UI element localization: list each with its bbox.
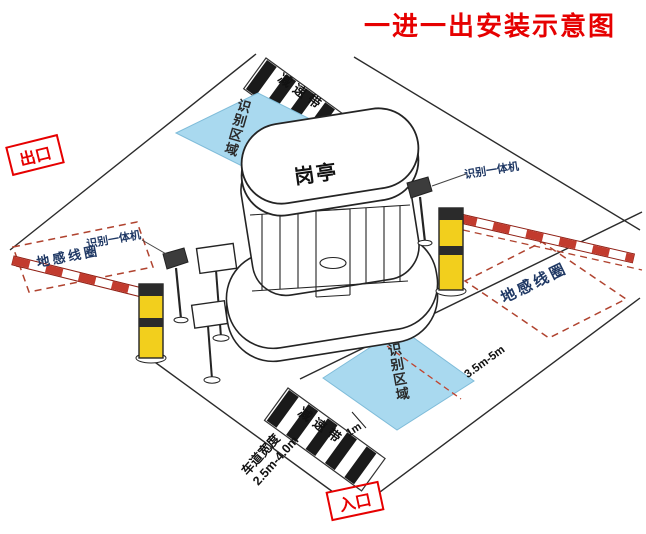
- guard-booth: [225, 107, 439, 363]
- boundary-bottom-upper: [299, 211, 643, 380]
- barrier-gate-left: [11, 255, 167, 364]
- camera-right-icon: [406, 176, 433, 199]
- detector-dashed-lines: [15, 229, 643, 298]
- offset-dimension-line: [351, 411, 367, 429]
- sign-board-lower: [190, 299, 229, 329]
- barrier-arm-right: [458, 213, 636, 264]
- booth-label: 岗亭: [293, 161, 340, 189]
- ground-loop-left-outline: [12, 221, 154, 293]
- sign-post-base: [203, 376, 221, 384]
- sign-board-upper: [195, 242, 238, 275]
- detector-line-right: [462, 229, 643, 271]
- sign-post-base: [212, 334, 230, 342]
- camera-right-leader-line: [431, 173, 467, 187]
- lane-boundary-lines: [9, 53, 643, 493]
- ground-loop-right-outline: [463, 241, 628, 339]
- camera-left-leader-line: [141, 239, 169, 256]
- boundary-bottom-left: [151, 359, 334, 493]
- barrier-gate-right: [435, 207, 636, 297]
- loop-offset-dashed-line: [386, 345, 462, 400]
- boundary-top-right: [353, 56, 641, 231]
- page-title: 一进一出安装示意图: [364, 11, 617, 41]
- boundary-top-left: [9, 53, 257, 251]
- speed-bump-bottom-band: [263, 387, 386, 492]
- sign-posts: [190, 242, 238, 384]
- boundary-bottom-lower: [379, 297, 641, 493]
- camera-left-icon: [162, 247, 189, 270]
- recognition-cameras: [141, 173, 467, 324]
